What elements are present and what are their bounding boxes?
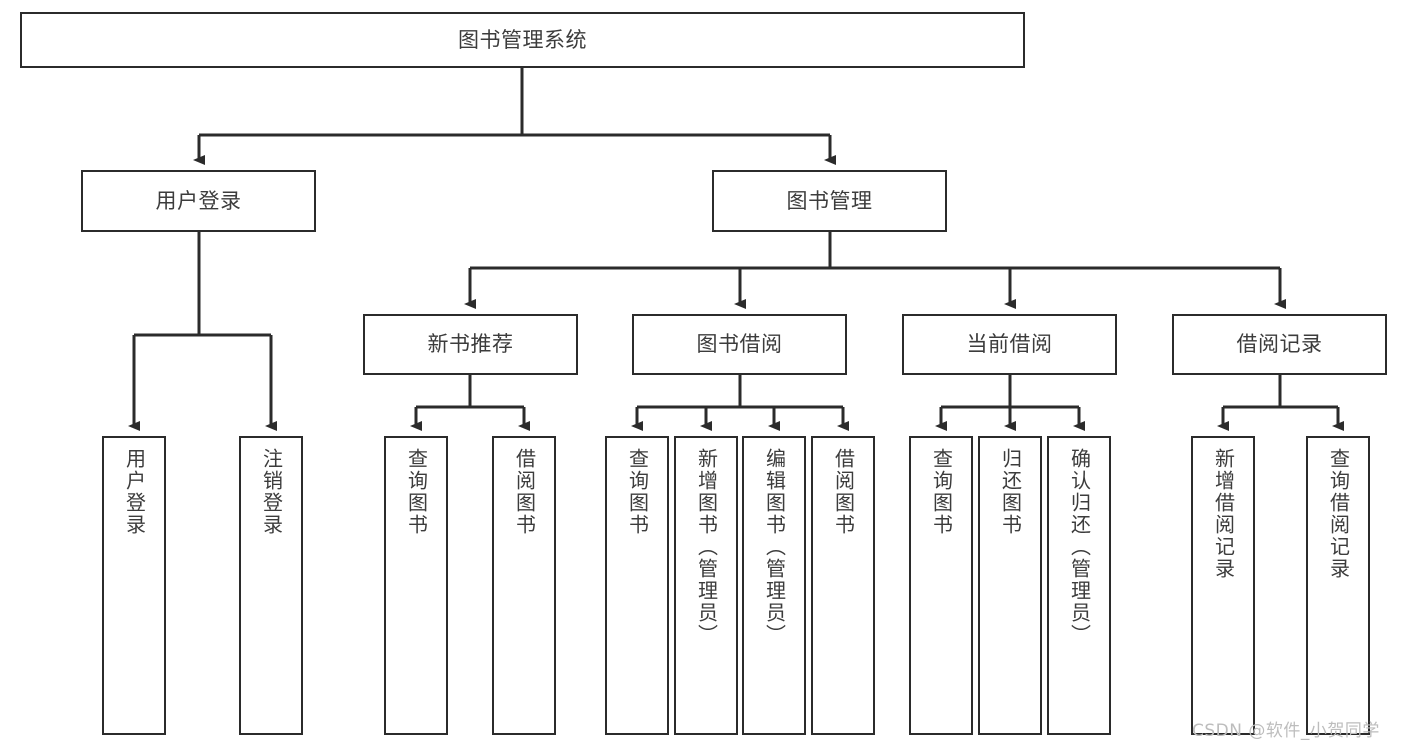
- node-new-book-recommend[interactable]: 新书推荐: [363, 314, 578, 375]
- leaf-borrow-book-new-book[interactable]: 借阅图书: [492, 436, 556, 735]
- leaf-user-login[interactable]: 用户登录: [102, 436, 166, 735]
- leaf-query-book-borrow[interactable]: 查询图书: [605, 436, 669, 735]
- node-label: 图书管理: [786, 188, 873, 213]
- node-label: 当前借阅: [966, 332, 1053, 357]
- leaf-confirm-return-admin[interactable]: 确认归还（管理员）: [1047, 436, 1111, 735]
- node-label: 新书推荐: [427, 332, 514, 357]
- leaf-edit-book-admin[interactable]: 编辑图书（管理员）: [742, 436, 806, 735]
- node-root-book-management-system[interactable]: 图书管理系统: [20, 12, 1025, 68]
- leaf-query-book-current[interactable]: 查询图书: [909, 436, 973, 735]
- leaf-add-book-admin[interactable]: 新增图书（管理员）: [674, 436, 738, 735]
- leaf-logout-login[interactable]: 注销登录: [239, 436, 303, 735]
- node-label: 查询图书: [929, 448, 954, 536]
- node-label: 借阅图书: [831, 448, 856, 536]
- node-user-login[interactable]: 用户登录: [81, 170, 316, 232]
- node-label: 图书管理系统: [458, 27, 587, 52]
- node-book-management[interactable]: 图书管理: [712, 170, 947, 232]
- node-book-borrow[interactable]: 图书借阅: [632, 314, 847, 375]
- node-label: 借阅图书: [512, 448, 537, 536]
- leaf-query-borrow-record[interactable]: 查询借阅记录: [1306, 436, 1370, 735]
- node-label: 查询图书: [625, 448, 650, 536]
- node-current-borrow[interactable]: 当前借阅: [902, 314, 1117, 375]
- node-label: 编辑图书（管理员）: [762, 448, 787, 646]
- leaf-return-book[interactable]: 归还图书: [978, 436, 1042, 735]
- node-label: 图书借阅: [696, 332, 783, 357]
- leaf-borrow-book[interactable]: 借阅图书: [811, 436, 875, 735]
- node-label: 查询借阅记录: [1326, 448, 1351, 580]
- node-label: 用户登录: [122, 448, 147, 536]
- node-label: 归还图书: [998, 448, 1023, 536]
- node-label: 用户登录: [155, 188, 242, 213]
- node-label: 注销登录: [259, 448, 284, 536]
- node-label: 确认归还（管理员）: [1067, 448, 1092, 646]
- node-borrow-record[interactable]: 借阅记录: [1172, 314, 1387, 375]
- leaf-query-book-new-book[interactable]: 查询图书: [384, 436, 448, 735]
- node-label: 查询图书: [404, 448, 429, 536]
- leaf-add-borrow-record[interactable]: 新增借阅记录: [1191, 436, 1255, 735]
- node-label: 新增借阅记录: [1211, 448, 1236, 580]
- node-label: 借阅记录: [1236, 332, 1323, 357]
- node-label: 新增图书（管理员）: [694, 448, 719, 646]
